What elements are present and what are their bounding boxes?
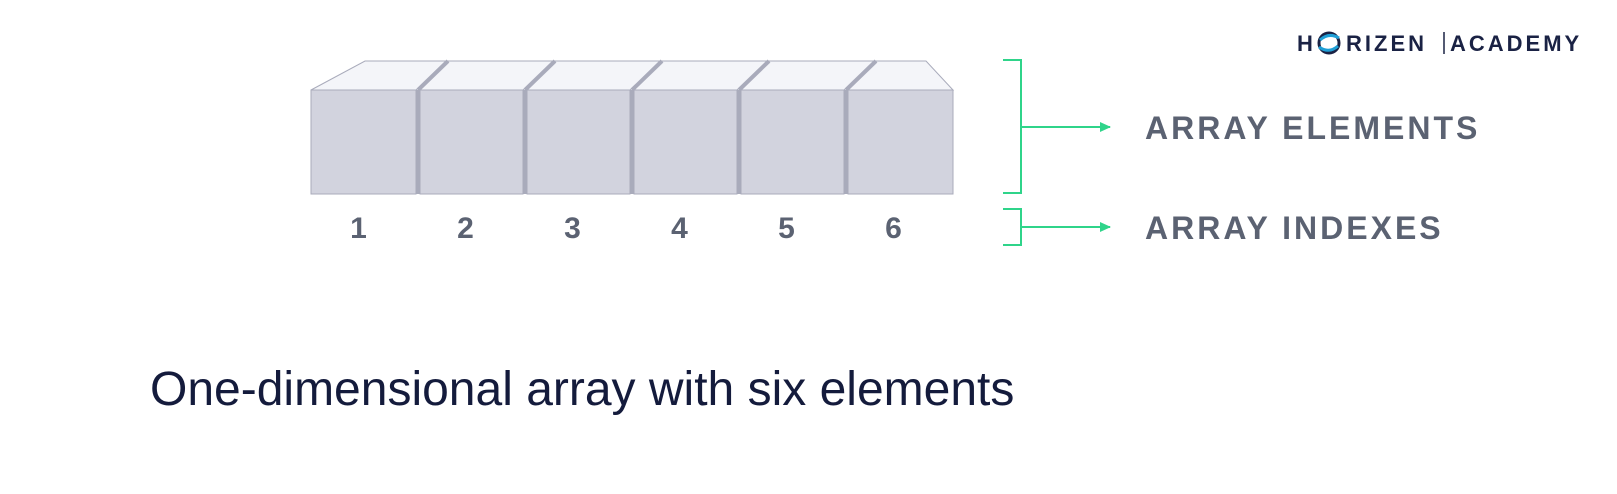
array-indexes-label: ARRAY INDEXES [1145, 210, 1444, 246]
array-index-label: 6 [885, 212, 902, 245]
array-index-label: 1 [350, 212, 367, 245]
box-front-face [740, 89, 845, 195]
box-top-separator [523, 59, 557, 92]
array-index-labels: 1 2 3 4 5 6 [350, 212, 902, 245]
box-front-face [310, 89, 417, 195]
box-top-separator [630, 59, 664, 92]
box-front-face [419, 89, 524, 195]
array-index-label: 3 [564, 212, 581, 245]
array-element-box [846, 60, 955, 195]
array-element-box [310, 60, 450, 195]
array-index-label: 4 [671, 212, 688, 245]
box-front-face [526, 89, 631, 195]
box-separator [416, 90, 420, 194]
box-front-face [633, 89, 738, 195]
diagram-caption: One-dimensional array with six elements [150, 363, 1015, 416]
array-elements-label: ARRAY ELEMENTS [1145, 110, 1480, 146]
logo-o-icon [1317, 31, 1341, 55]
box-separator [523, 90, 527, 194]
box-top-separator [416, 59, 450, 92]
horizen-academy-logo: H RIZEN ACADEMY [1297, 31, 1582, 56]
logo-text-rizen: RIZEN [1346, 31, 1427, 56]
array-index-label: 2 [457, 212, 474, 245]
array-index-label: 5 [778, 212, 795, 245]
array-boxes [310, 59, 955, 195]
logo-text-academy: ACADEMY [1450, 31, 1582, 56]
indexes-bracket [1003, 208, 1111, 246]
elements-bracket [1003, 59, 1111, 194]
box-separator [630, 90, 634, 194]
array-element-box [632, 60, 771, 195]
box-separator [844, 90, 848, 194]
box-front-face [847, 89, 954, 195]
box-top-separator [844, 59, 878, 92]
box-separator [737, 90, 741, 194]
box-top-separator [737, 59, 771, 92]
logo-text-h: H [1297, 31, 1316, 56]
